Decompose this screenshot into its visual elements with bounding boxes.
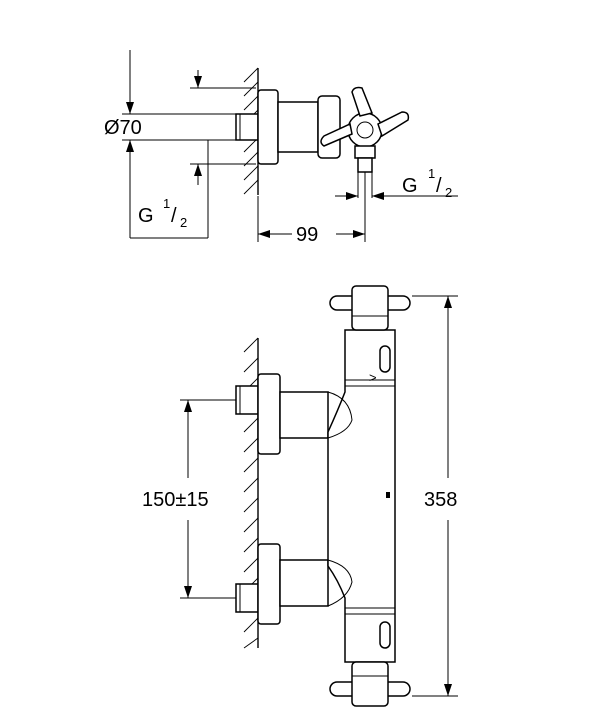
- diameter-label: Ø70: [104, 117, 142, 139]
- depth-label: 99: [296, 224, 318, 246]
- spacing-label: 150±15: [142, 489, 209, 511]
- height-label: 358: [424, 489, 457, 511]
- thread-right-slash: /: [436, 175, 442, 197]
- thread-left-prefix: G: [138, 205, 154, 227]
- thread-right-prefix: G: [402, 175, 418, 197]
- thread-left-slash: /: [171, 205, 177, 227]
- thread-right-label: G 1 / 2: [402, 166, 452, 200]
- thread-left-den: 2: [180, 215, 187, 230]
- top-view: Ø70 G 1 / 2 99 G 1: [104, 50, 458, 246]
- thread-left-num: 1: [163, 196, 170, 211]
- bottom-view: > 150±15 358: [142, 285, 458, 707]
- thread-right-den: 2: [445, 185, 452, 200]
- svg-text:>: >: [369, 370, 377, 385]
- thread-right-num: 1: [428, 166, 435, 181]
- thread-left-label: G 1 / 2: [138, 196, 187, 230]
